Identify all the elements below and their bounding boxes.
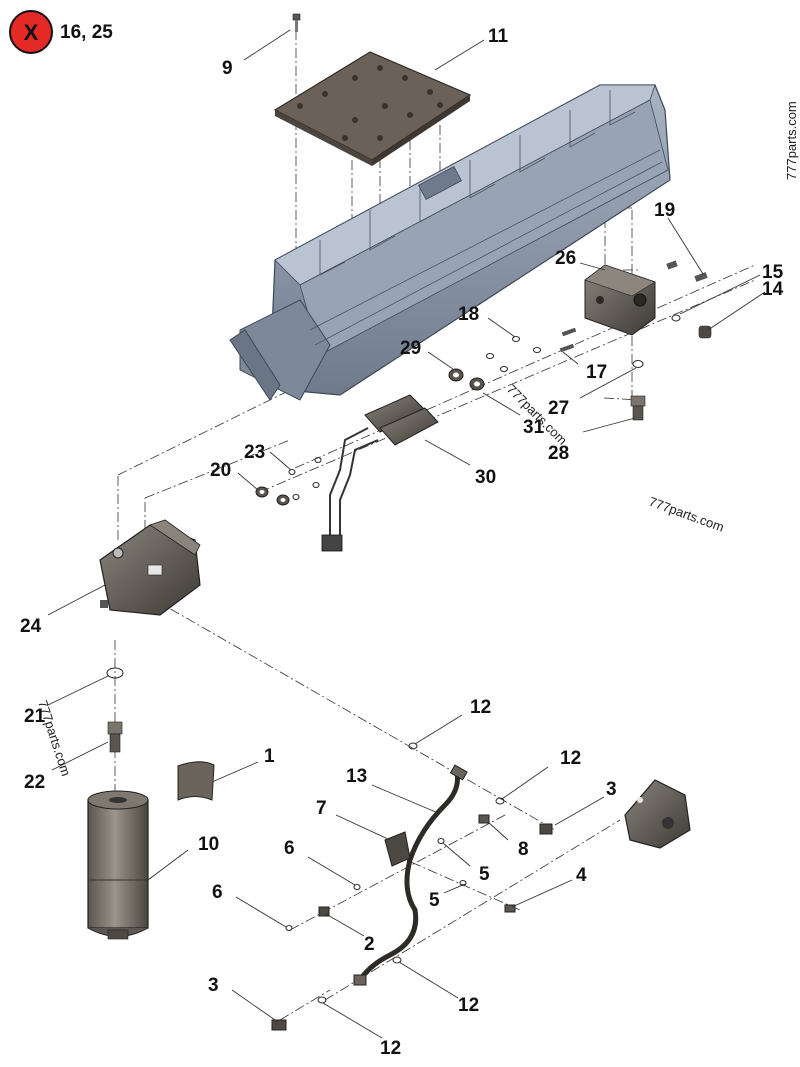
callout-6-b: 6 <box>212 882 223 903</box>
injector-assembly-30 <box>321 394 439 552</box>
callout-26: 26 <box>555 248 576 269</box>
callout-12-c: 12 <box>458 995 479 1016</box>
callout-3-b: 3 <box>208 975 219 996</box>
watermark-right-vertical: 777parts.com <box>784 101 799 180</box>
callout-8: 8 <box>518 839 529 860</box>
callout-15: 15 <box>762 262 784 283</box>
bolt-9 <box>292 13 301 32</box>
callout-labels: 9 11 19 26 15 14 18 29 17 27 31 28 23 20… <box>20 26 784 1059</box>
callout-17: 17 <box>586 362 607 383</box>
callout-1: 1 <box>264 746 275 767</box>
exclusion-note: 16, 25 <box>60 22 113 43</box>
callout-6-a: 6 <box>284 838 295 859</box>
engine-cylinder-head <box>229 84 671 401</box>
leader-lines <box>47 29 766 1039</box>
callout-4: 4 <box>576 865 587 886</box>
callout-12-b: 12 <box>560 748 581 769</box>
exclusion-badge: X <box>9 10 53 54</box>
callout-7: 7 <box>316 798 327 819</box>
callout-20: 20 <box>210 460 231 481</box>
valve-block-26 <box>584 264 656 336</box>
watermark-right-mid: 777parts.com <box>647 494 726 535</box>
fuel-filter-10 <box>87 790 149 940</box>
callout-22: 22 <box>24 772 45 793</box>
callout-24: 24 <box>20 616 42 637</box>
callout-18: 18 <box>458 304 479 325</box>
fitting-22 <box>107 721 123 753</box>
callout-29: 29 <box>400 338 421 359</box>
hose-13 <box>353 764 468 986</box>
o-ring-21 <box>106 667 124 679</box>
callout-3-a: 3 <box>606 779 617 800</box>
callout-13: 13 <box>346 766 367 787</box>
filter-head-24 <box>99 519 201 616</box>
callout-31: 31 <box>523 417 545 438</box>
callout-30: 30 <box>475 467 496 488</box>
clip-7 <box>384 831 411 867</box>
callout-23: 23 <box>244 442 265 463</box>
callout-27: 27 <box>548 398 569 419</box>
callout-11: 11 <box>488 26 509 47</box>
callout-19: 19 <box>654 200 675 221</box>
callout-14: 14 <box>762 279 784 300</box>
callout-12-a: 12 <box>470 697 491 718</box>
callout-2: 2 <box>364 934 375 955</box>
callout-5-b: 5 <box>429 890 440 911</box>
small-fittings <box>559 260 712 421</box>
sensor-housing <box>624 779 691 849</box>
mounting-plate <box>273 51 472 166</box>
callout-10: 10 <box>198 834 219 855</box>
clip-2 <box>318 906 330 917</box>
lower-hardware <box>271 742 553 1031</box>
callout-9: 9 <box>222 58 233 79</box>
exclusion-symbol: X <box>24 20 39 45</box>
callout-28: 28 <box>548 443 569 464</box>
exclusion-icon <box>9 10 53 54</box>
callout-21: 21 <box>24 706 46 727</box>
heat-shield-1 <box>177 761 215 801</box>
o-rings <box>255 335 542 506</box>
fitting-28 <box>630 395 646 421</box>
callout-12-d: 12 <box>380 1038 401 1059</box>
watermark-left-lower: 777parts.com <box>35 698 74 778</box>
callout-5-a: 5 <box>479 864 490 885</box>
